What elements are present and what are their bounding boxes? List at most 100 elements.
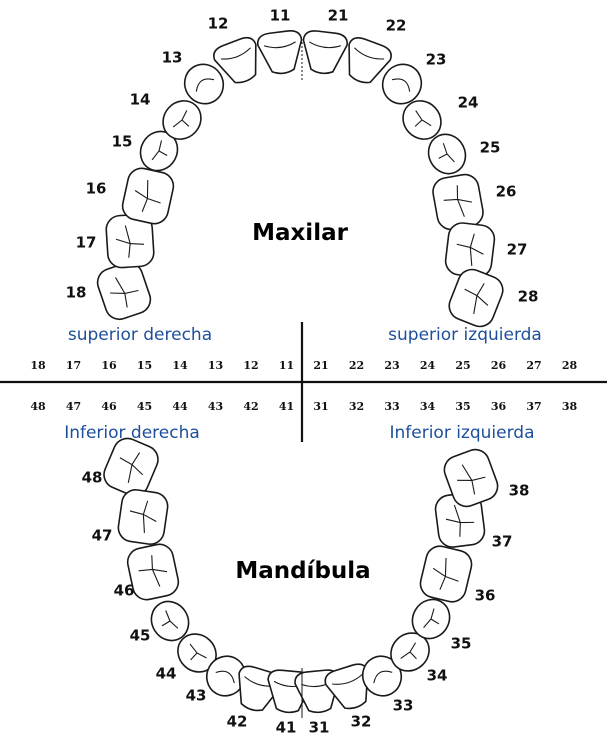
upper-tooth-23[interactable] bbox=[375, 57, 429, 111]
upper-row-number-22: 22 bbox=[349, 359, 364, 372]
quadrant-label-superior-derecha: superior derecha bbox=[68, 325, 212, 345]
upper-tooth-21[interactable] bbox=[300, 30, 349, 76]
upper-tooth-28[interactable] bbox=[445, 265, 507, 330]
maxilar-label: Maxilar bbox=[252, 220, 349, 246]
lower-row-number-46: 46 bbox=[101, 400, 117, 413]
lower-tooth-32[interactable] bbox=[323, 661, 377, 714]
upper-tooth-24[interactable] bbox=[395, 93, 449, 147]
tooth-number-28: 28 bbox=[518, 288, 539, 306]
tooth-number-35: 35 bbox=[451, 635, 472, 653]
tooth-number-47: 47 bbox=[92, 527, 113, 545]
lower-tooth-46[interactable] bbox=[125, 542, 181, 602]
tooth-number-41: 41 bbox=[276, 719, 297, 737]
lower-row-number-44: 44 bbox=[172, 400, 188, 413]
upper-row-number-27: 27 bbox=[526, 359, 541, 372]
upper-arch bbox=[96, 29, 507, 330]
lower-tooth-36[interactable] bbox=[418, 543, 475, 604]
tooth-number-17: 17 bbox=[76, 234, 97, 252]
lower-row-number-42: 42 bbox=[243, 400, 258, 413]
tooth-number-15: 15 bbox=[112, 133, 133, 151]
tooth-number-44: 44 bbox=[156, 665, 177, 683]
tooth-number-27: 27 bbox=[507, 241, 528, 259]
tooth-number-21: 21 bbox=[328, 7, 349, 25]
tooth-number-43: 43 bbox=[186, 687, 207, 705]
lower-row-number-41: 41 bbox=[279, 400, 294, 413]
upper-row-number-13: 13 bbox=[208, 359, 223, 372]
upper-row-number-11: 11 bbox=[279, 359, 294, 372]
upper-row-number-16: 16 bbox=[101, 359, 117, 372]
upper-row-number-28: 28 bbox=[562, 359, 578, 372]
upper-row-number-21: 21 bbox=[313, 359, 328, 372]
tooth-number-33: 33 bbox=[393, 697, 414, 715]
upper-tooth-12[interactable] bbox=[211, 35, 267, 89]
lower-row-number-35: 35 bbox=[455, 400, 470, 413]
upper-tooth-11[interactable] bbox=[256, 29, 306, 75]
tooth-number-36: 36 bbox=[475, 587, 496, 605]
upper-tooth-17[interactable] bbox=[105, 213, 155, 269]
lower-tooth-45[interactable] bbox=[144, 595, 196, 648]
lower-row-number-36: 36 bbox=[491, 400, 507, 413]
lower-tooth-35[interactable] bbox=[405, 593, 457, 646]
tooth-number-46: 46 bbox=[114, 582, 135, 600]
tooth-number-42: 42 bbox=[227, 713, 248, 731]
tooth-number-38: 38 bbox=[509, 482, 530, 500]
upper-row-number-12: 12 bbox=[243, 359, 258, 372]
upper-tooth-labels: 18 17 16 15 14 13 12 11 21 22 23 24 25 26 27 28 bbox=[66, 7, 539, 306]
upper-row-number-26: 26 bbox=[491, 359, 507, 372]
lower-row-number-47: 47 bbox=[66, 400, 81, 413]
lower-arch bbox=[100, 434, 501, 714]
lower-row-number-33: 33 bbox=[384, 400, 399, 413]
tooth-number-11: 11 bbox=[270, 7, 291, 25]
upper-tooth-22[interactable] bbox=[338, 35, 394, 89]
quadrant-label-superior-izquierda: superior izquierda bbox=[388, 325, 542, 345]
upper-row-number-17: 17 bbox=[66, 359, 81, 372]
quadrant-label-inferior-derecha: Inferior derecha bbox=[64, 423, 200, 443]
lower-row-number-48: 48 bbox=[30, 400, 46, 413]
mandibula-label: Mandíbula bbox=[235, 558, 370, 584]
upper-row-number-14: 14 bbox=[172, 359, 188, 372]
tooth-number-48: 48 bbox=[82, 469, 103, 487]
tooth-number-32: 32 bbox=[351, 713, 372, 731]
tooth-number-31: 31 bbox=[309, 719, 330, 737]
lower-row-number-37: 37 bbox=[526, 400, 541, 413]
upper-row-numbers: 18 17 16 15 14 13 12 11 21 22 23 24 25 26 27 28 bbox=[30, 359, 577, 372]
upper-row-number-24: 24 bbox=[420, 359, 436, 372]
upper-row-number-23: 23 bbox=[384, 359, 399, 372]
tooth-number-14: 14 bbox=[130, 91, 151, 109]
tooth-number-34: 34 bbox=[427, 667, 448, 685]
lower-tooth-34[interactable] bbox=[383, 625, 437, 679]
tooth-number-16: 16 bbox=[86, 180, 107, 198]
tooth-number-37: 37 bbox=[492, 533, 513, 551]
upper-tooth-16[interactable] bbox=[120, 166, 176, 227]
tooth-number-22: 22 bbox=[386, 17, 407, 35]
tooth-number-26: 26 bbox=[496, 183, 517, 201]
tooth-number-45: 45 bbox=[130, 627, 151, 645]
lower-row-number-32: 32 bbox=[349, 400, 364, 413]
lower-tooth-48[interactable] bbox=[100, 434, 163, 500]
upper-row-number-18: 18 bbox=[30, 359, 46, 372]
lower-row-number-31: 31 bbox=[313, 400, 328, 413]
lower-row-numbers: 48 47 46 45 44 43 42 41 31 32 33 34 35 36 37 38 bbox=[30, 400, 577, 413]
quadrant-label-inferior-izquierda: Inferior izquierda bbox=[389, 423, 534, 443]
upper-row-number-25: 25 bbox=[455, 359, 470, 372]
tooth-number-25: 25 bbox=[480, 139, 501, 157]
lower-row-number-43: 43 bbox=[208, 400, 223, 413]
lower-tooth-47[interactable] bbox=[117, 488, 170, 546]
tooth-number-24: 24 bbox=[458, 94, 479, 112]
tooth-number-23: 23 bbox=[426, 51, 447, 69]
upper-row-number-15: 15 bbox=[137, 359, 152, 372]
lower-row-number-38: 38 bbox=[562, 400, 578, 413]
upper-tooth-13[interactable] bbox=[177, 57, 231, 111]
lower-tooth-38[interactable] bbox=[440, 446, 501, 511]
lower-row-number-45: 45 bbox=[137, 400, 152, 413]
upper-tooth-26[interactable] bbox=[431, 172, 486, 231]
tooth-number-13: 13 bbox=[162, 49, 183, 67]
tooth-number-12: 12 bbox=[208, 15, 229, 33]
tooth-number-18: 18 bbox=[66, 284, 87, 302]
upper-tooth-14[interactable] bbox=[155, 93, 209, 147]
lower-tooth-33[interactable] bbox=[356, 649, 409, 703]
lower-row-number-34: 34 bbox=[420, 400, 436, 413]
